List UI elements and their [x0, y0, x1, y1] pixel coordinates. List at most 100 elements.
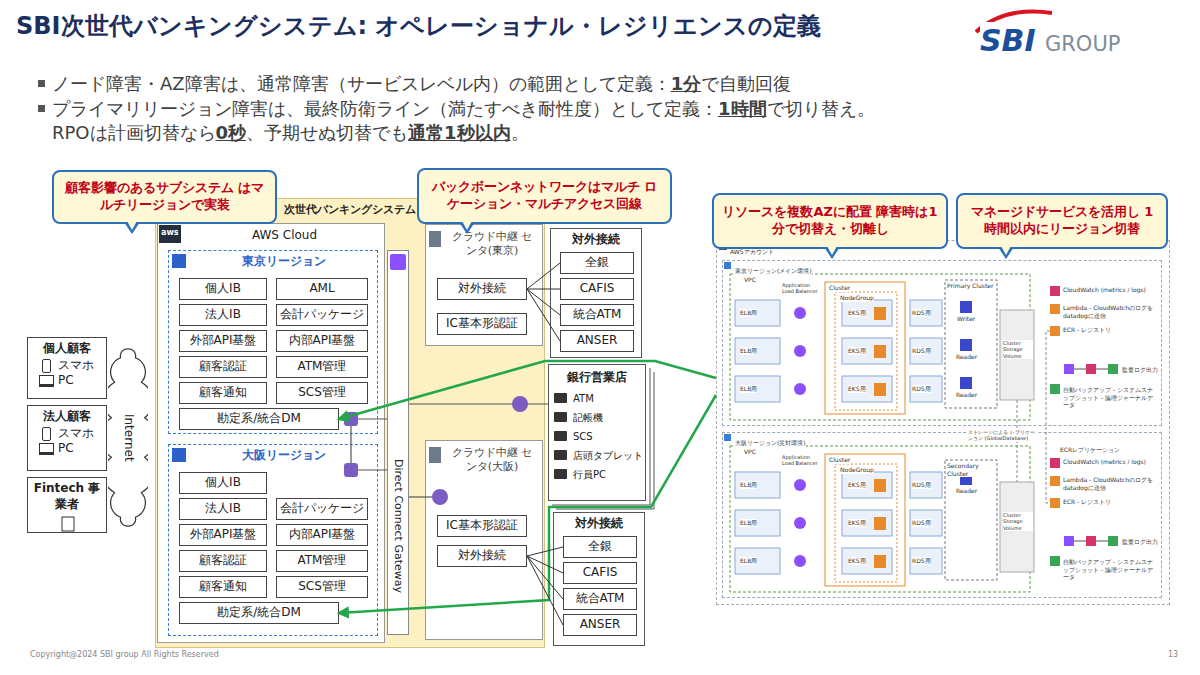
system-box: IC基本形認証 — [437, 515, 527, 537]
node-label: 全銀 — [585, 255, 609, 271]
architecture-label: EKS用 — [848, 309, 866, 317]
node-label: AML — [309, 281, 334, 297]
customer-box: Fintech 事業者 — [27, 477, 107, 533]
region-boundary: 東京リージョン個人IBAML法人IB会計パッケージ外部API基盤内部API基盤顧… — [168, 250, 378, 434]
customer-box: 個人顧客スマホPC — [27, 337, 107, 399]
bullet-text: プライマリリージョン障害は、最終防衛ライン（満たすべき耐性度）として定義： — [52, 98, 718, 119]
building-icon — [429, 231, 441, 463]
node-label: バックボーンネットワークはマルチ ロケーション・マルチアクセス回線 — [427, 179, 662, 213]
architecture-label: ELB用 — [740, 557, 757, 565]
architecture-label: EKS用 — [848, 557, 866, 565]
callout-bubble: 顧客影響のあるサブシステム はマルチリージョンで実装 — [52, 170, 277, 224]
architecture-illustration — [945, 280, 997, 408]
architecture-illustration — [735, 548, 780, 574]
architecture-illustration — [735, 510, 780, 536]
architecture-label: EKS用 — [848, 481, 866, 489]
node-label: Direct Connect Gateway — [391, 459, 405, 593]
bullet-text: RPOは計画切替なら — [52, 122, 216, 143]
architecture-illustration — [730, 274, 1030, 420]
node-item-label: スマホ — [58, 426, 94, 442]
node-item-label: スマホ — [58, 358, 94, 374]
architecture-illustration — [960, 377, 972, 389]
node-label: クラウド中継 センタ(大阪) — [448, 446, 536, 475]
building-icon — [429, 447, 441, 463]
node-label: 内部API基盤 — [289, 527, 356, 543]
account-icon — [724, 262, 731, 269]
architecture-label: CloudWatch (metrics / logs) — [1063, 458, 1158, 466]
router-icon — [344, 463, 358, 477]
architecture-illustration — [960, 301, 972, 313]
architecture-label: ELB用 — [740, 481, 757, 489]
architecture-illustration — [874, 307, 886, 320]
architecture-label: Cluster — [829, 456, 850, 464]
node-label: 次世代バンキングシステム — [284, 203, 416, 217]
aws-logo-text: aws — [161, 228, 179, 238]
callout-bubble: マネージドサービスを活用し 1時間以内にリージョン切替 — [956, 193, 1168, 249]
node-label: 勘定系/統合DM — [217, 411, 301, 427]
footer-text: 13 — [1168, 650, 1178, 660]
node-label: 東京リージョン(メイン環境) — [735, 267, 812, 275]
architecture-label: ECR - レジストリ — [1063, 498, 1158, 506]
architecture-illustration — [1108, 364, 1118, 374]
network-line — [527, 556, 563, 625]
architecture-label: Reader — [956, 391, 977, 399]
architecture-label: EKS用 — [848, 519, 866, 527]
architecture-label: NodeGroup — [840, 466, 874, 474]
gateway-bar: Direct Connect Gateway — [387, 250, 409, 635]
node-label: 対外接続 — [572, 232, 620, 248]
architecture-illustration — [794, 307, 806, 319]
network-line — [527, 289, 560, 290]
architecture-label: Lambda - CloudWatchのログをdatadogに送信 — [1063, 476, 1158, 491]
network-wire — [351, 419, 387, 470]
bullet-text: 。 — [511, 122, 529, 143]
system-box: 外部API基盤 — [179, 330, 267, 352]
architecture-label: 監査ログ出力 — [1122, 366, 1158, 374]
architecture-label: Primary Cluster — [947, 282, 995, 290]
architecture-illustration — [960, 339, 972, 351]
architecture-label: RDS用 — [912, 519, 931, 527]
architecture-illustration — [730, 446, 1030, 592]
architecture-label: RDS用 — [912, 385, 931, 393]
node-label: 個人顧客 — [43, 341, 91, 357]
account-icon — [719, 243, 727, 250]
architecture-illustration — [1050, 498, 1060, 508]
architecture-illustration — [1000, 482, 1034, 572]
bullet-text: 、予期せぬ切替でも — [246, 122, 408, 143]
architecture-illustration — [730, 274, 1118, 592]
architecture-illustration — [1050, 556, 1060, 566]
system-box: 顧客認証 — [179, 356, 267, 378]
architecture-illustration — [910, 376, 942, 402]
bank-stack — [556, 372, 654, 509]
node-label: 全銀 — [588, 539, 612, 555]
region-flag — [172, 254, 186, 462]
architecture-illustration — [1108, 536, 1118, 546]
system-box: ANSER — [560, 330, 634, 352]
network-wire — [339, 404, 548, 497]
system-box: ATM管理 — [276, 356, 368, 378]
node-label: ATM管理 — [298, 553, 347, 569]
region-flag — [172, 254, 186, 268]
architecture-illustration — [735, 376, 780, 402]
architecture-illustration — [874, 345, 886, 358]
network-line — [527, 263, 560, 289]
architecture-illustration — [735, 300, 780, 326]
fintech-icon — [62, 517, 74, 531]
bullet-line: ノード障害・AZ障害は、通常障害（サービスレベル内）の範囲として定義：1分で自動… — [52, 72, 791, 96]
router-icon — [344, 412, 358, 426]
network-line — [527, 556, 563, 573]
external-group: 対外接続全銀CAFIS統合ATMANSER — [553, 512, 645, 646]
fintech-icon — [62, 517, 74, 531]
system-box: ANSER — [563, 614, 637, 636]
system-box: SCS管理 — [276, 382, 368, 404]
architecture-illustration — [1074, 369, 1108, 370]
bullet-text: 通常1秒以内 — [408, 122, 511, 143]
architecture-illustration — [842, 510, 892, 536]
architecture-illustration — [1046, 331, 1050, 503]
architecture-illustration — [794, 555, 806, 567]
architecture-label: Lambda - CloudWatchのログをdatadogに送信 — [1063, 304, 1158, 319]
system-box: 内部API基盤 — [276, 330, 368, 352]
bullet-text: 1分 — [671, 73, 702, 94]
node-label: 東京リージョン — [242, 254, 326, 270]
internet-cloud: Internet — [108, 345, 148, 530]
